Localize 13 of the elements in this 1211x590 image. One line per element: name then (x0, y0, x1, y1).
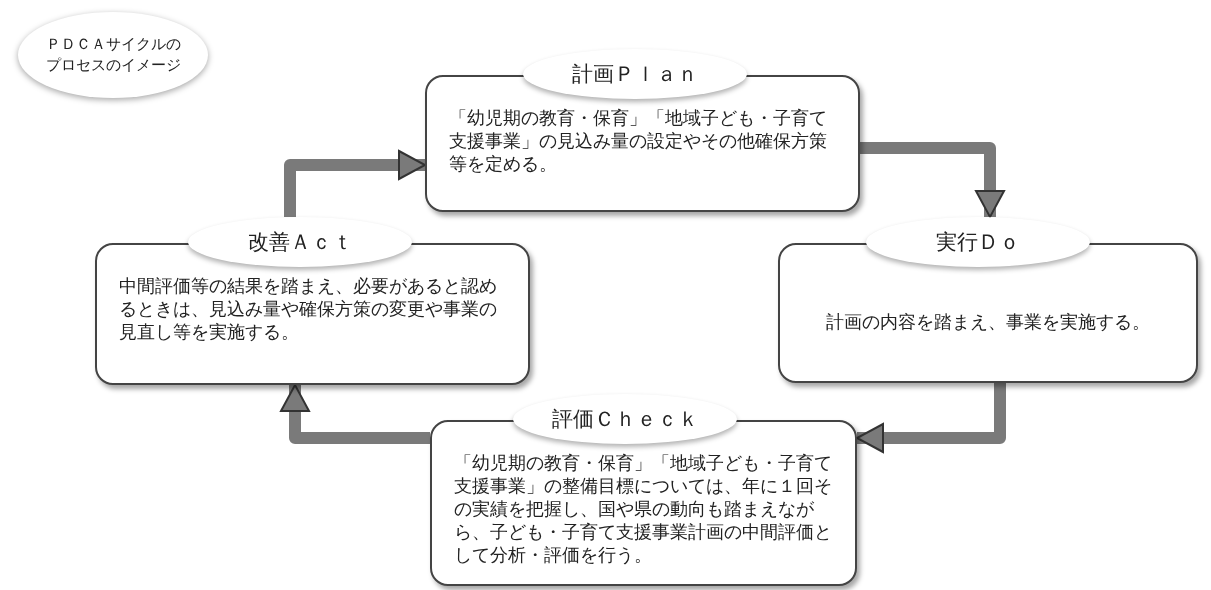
block-arrow (280, 384, 430, 444)
block-arrow (284, 150, 426, 217)
phase-heading: 実行Ｄｏ (866, 217, 1090, 267)
description-text: 「幼児期の教育・保育」「地域子ども・子育て支援事業」の整備目標については、年に１回その実績を把握し、国や県の動向も踏まえながら、子ども・子育て支援事業計画の中間評価として分析・評価を行う。 (454, 452, 833, 568)
description-text: 計画の内容を踏まえ、事業を実施する。 (826, 311, 1150, 335)
block-arrow (856, 383, 1006, 453)
diagram-title: ＰＤＣＡサイクルのプロセスのイメージ (18, 12, 208, 98)
description-text: 「幼児期の教育・保育」「地域子ども・子育て支援事業」の見込み量の設定やその他確保方策等を定める。 (449, 107, 828, 177)
phase-heading: 計画Ｐｌａｎ (523, 49, 747, 99)
block-arrow (860, 142, 1005, 218)
description-text: 中間評価等の結果を踏まえ、必要があると認めるときは、見込み量や確保方策の変更や事業の見直し等を実施する。 (119, 275, 498, 345)
phase-heading: 評価Ｃｈｅｃｋ (513, 394, 737, 444)
phase-heading: 改善Ａｃｔ (188, 217, 412, 267)
